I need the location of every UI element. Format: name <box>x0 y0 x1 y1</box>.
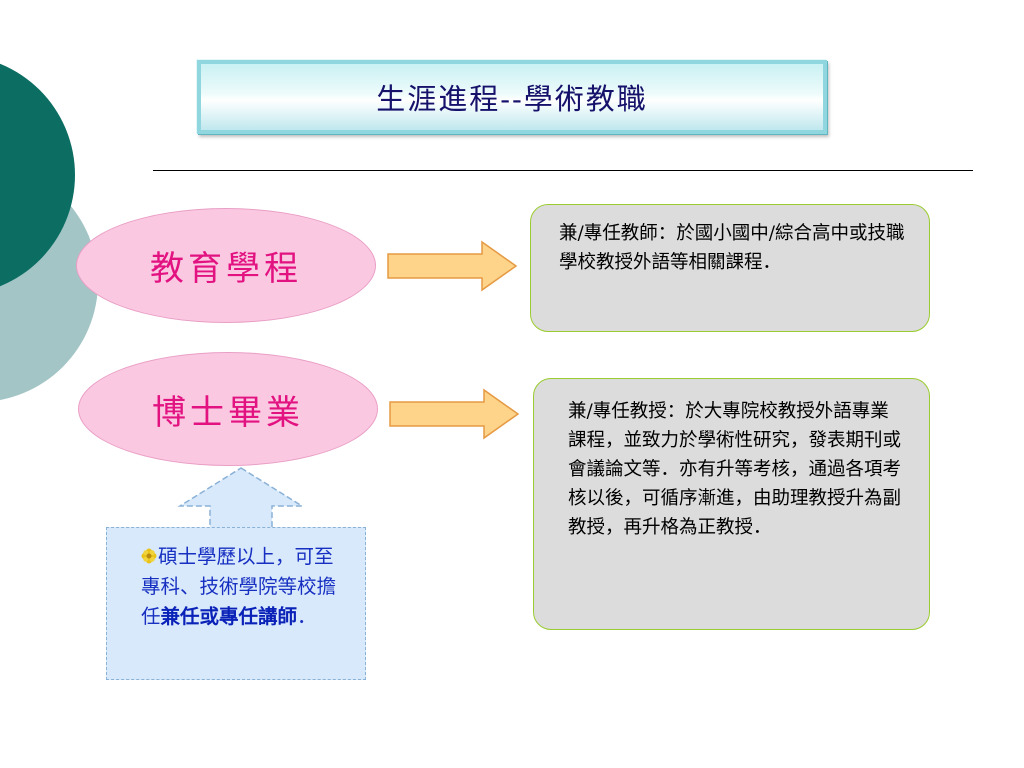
title-divider <box>153 170 973 171</box>
node-education-program: 教育學程 <box>76 208 376 323</box>
note-box-masters: 碩士學歷以上，可至專科、技術學院等校擔任兼任或專任講師． <box>106 527 366 680</box>
page-title: 生涯進程--學術教職 <box>376 82 648 116</box>
dark-teal-circle <box>0 63 75 287</box>
up-arrow-icon <box>177 467 305 529</box>
info-box-professor-text: 兼/專任教授：於大專院校教授外語專業課程，並致力於學術性研究，發表期刊或會議論文… <box>568 401 902 538</box>
arrow-right-icon <box>389 388 520 440</box>
node-phd-graduate-label: 博士畢業 <box>152 392 304 433</box>
note-text-bold: 兼任或專任講師 <box>160 605 298 628</box>
decorative-circles <box>0 63 98 400</box>
node-education-program-label: 教育學程 <box>150 249 302 289</box>
info-box-professor: 兼/專任教授：於大專院校教授外語專業課程，並致力於學術性研究，發表期刊或會議論文… <box>533 378 930 630</box>
flower-bullet-icon <box>141 548 157 564</box>
note-text-end: ． <box>297 605 317 628</box>
arrow-right-icon <box>387 240 518 292</box>
node-phd-graduate: 博士畢業 <box>78 352 378 466</box>
info-box-teacher-text: 兼/專任教師：於國小國中/綜合高中或技職學校教授外語等相關課程． <box>559 223 905 273</box>
info-box-teacher: 兼/專任教師：於國小國中/綜合高中或技職學校教授外語等相關課程． <box>530 204 930 332</box>
title-banner: 生涯進程--學術教職 <box>197 60 827 134</box>
note-text-plain: 碩士學歷以上，可至專科、技術學院等校擔任 <box>141 545 337 628</box>
